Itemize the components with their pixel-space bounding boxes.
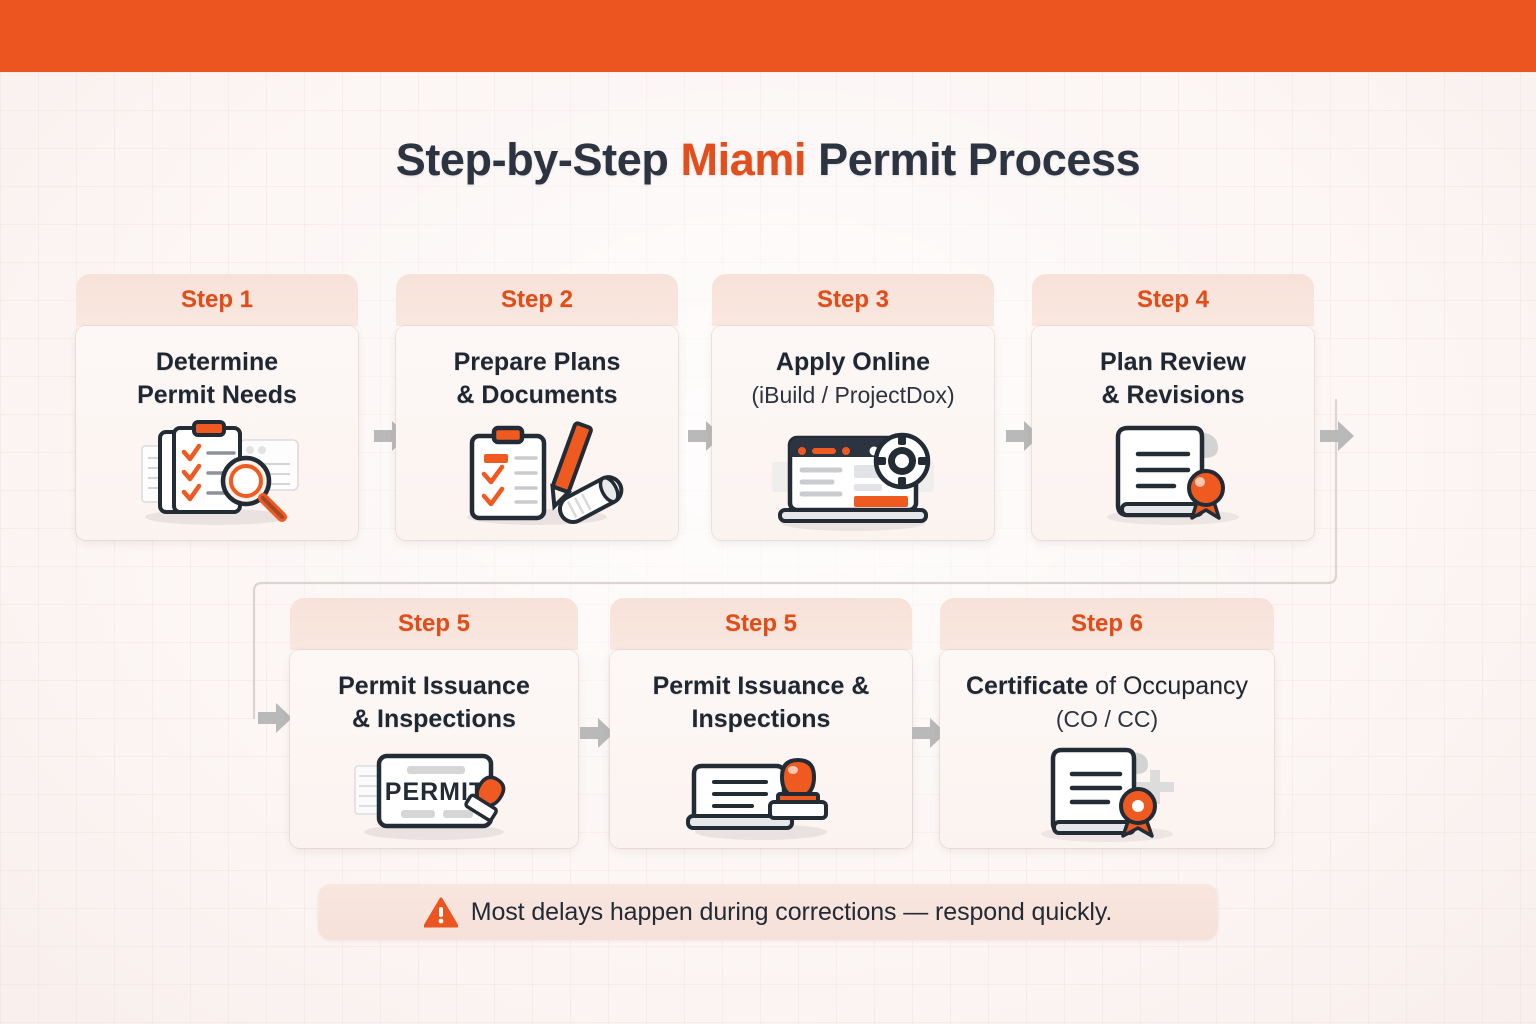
step-card-5a-title-line1: Permit Issuance	[338, 672, 530, 700]
step-card-5b[interactable]: Step 5 Permit Issuance & Inspections	[610, 598, 912, 848]
laptop-gear-icon	[712, 412, 994, 532]
step-card-5b-body: Permit Issuance & Inspections	[610, 650, 912, 848]
step-card-6-label: Step 6	[1070, 610, 1144, 637]
arrow-4-to-wrap	[1320, 421, 1354, 451]
footer-note-text: Most delays happen during corrections — …	[470, 897, 1113, 926]
step-card-6-title: Certificate of Occupancy	[940, 670, 1274, 703]
step-card-5a-label: Step 5	[397, 610, 471, 637]
background-vignette	[0, 72, 1536, 1024]
step-card-2-body: Prepare Plans & Documents	[396, 326, 678, 540]
step-card-6-body: Certificate of Occupancy (CO / CC)	[940, 650, 1274, 848]
step-card-5a-body: Permit Issuance & Inspections PERMIT	[290, 650, 578, 848]
step-card-6-title-bold: Certificate	[965, 672, 1089, 700]
step-card-1-title-line2: Permit Needs	[137, 381, 297, 410]
step-card-1-body: Determine Permit Needs	[76, 326, 358, 540]
footer-note: Most delays happen during corrections — …	[318, 884, 1218, 940]
step-card-5b-title-line1: Permit Issuance &	[652, 672, 870, 700]
arrow-5a-to-5b	[580, 718, 614, 748]
title-part2: Permit Process	[806, 134, 1141, 185]
step-card-3-header: Step 3	[712, 274, 994, 326]
step-card-3-title: Apply Online	[712, 346, 994, 379]
step-card-6-title-light: of Occupancy	[1088, 672, 1249, 700]
step-card-5a-header: Step 5	[290, 598, 578, 650]
step-card-1-title-line1: Determine	[155, 348, 279, 376]
step-card-5b-title-line2: Inspections	[691, 705, 831, 734]
step-card-2-header: Step 2	[396, 274, 678, 326]
step-card-4-title-line1: Plan Review	[1100, 348, 1246, 376]
step-card-5b-header: Step 5	[610, 598, 912, 650]
document-seal-icon	[1032, 408, 1314, 528]
step-card-2-label: Step 2	[500, 286, 574, 313]
step-card-5a-title-line2: & Inspections	[352, 705, 516, 734]
step-card-5a-title: Permit Issuance & Inspections	[290, 670, 578, 737]
step-card-5b-title: Permit Issuance & Inspections	[610, 670, 912, 737]
step-card-1-header: Step 1	[76, 274, 358, 326]
page-title: Step-by-Step Miami Permit Process	[0, 134, 1536, 186]
top-banner	[0, 0, 1536, 72]
step-card-3[interactable]: Step 3 Apply Online (iBuild / ProjectDox…	[712, 274, 994, 540]
step-card-4-label: Step 4	[1136, 286, 1210, 313]
arrow-3-to-4	[1006, 421, 1040, 451]
step-card-1-title: Determine Permit Needs	[76, 346, 358, 413]
step-card-3-body: Apply Online (iBuild / ProjectDox)	[712, 326, 994, 540]
certificate-seal-icon	[940, 740, 1274, 844]
step-card-1-label: Step 1	[180, 286, 254, 313]
title-part1: Step-by-Step	[395, 134, 681, 185]
step-card-2-title-line1: Prepare Plans	[453, 348, 621, 376]
step-card-3-title-line1: Apply Online	[775, 348, 931, 376]
step-card-3-label: Step 3	[816, 286, 890, 313]
step-card-5a[interactable]: Step 5 Permit Issuance & Inspections PER…	[290, 598, 578, 848]
warning-triangle-icon	[423, 897, 458, 928]
arrow-5b-to-6	[912, 718, 946, 748]
background-grid	[0, 72, 1536, 1024]
step-card-4-title-line2: & Revisions	[1101, 381, 1245, 410]
step-card-4-title: Plan Review & Revisions	[1032, 346, 1314, 413]
step-card-6-header: Step 6	[940, 598, 1274, 650]
step-card-4-body: Plan Review & Revisions	[1032, 326, 1314, 540]
permit-card-stamp-icon: PERMIT	[290, 738, 578, 842]
clipboard-checklist-magnifier-icon	[76, 408, 358, 528]
step-card-2[interactable]: Step 2 Prepare Plans & Documents	[396, 274, 678, 540]
document-stamp-icon	[610, 738, 912, 842]
clipboard-pencil-blueprint-icon	[396, 408, 678, 528]
step-card-4[interactable]: Step 4 Plan Review & Revisions	[1032, 274, 1314, 540]
step-card-3-subtitle: (iBuild / ProjectDox)	[751, 382, 955, 409]
step-card-2-title-line2: & Documents	[456, 381, 618, 410]
step-card-2-title: Prepare Plans & Documents	[396, 346, 678, 413]
title-accent: Miami	[680, 134, 807, 185]
step-card-5b-label: Step 5	[724, 610, 798, 637]
step-card-6[interactable]: Step 6 Certificate of Occupancy (CO / CC…	[940, 598, 1274, 848]
step-card-6-subtitle: (CO / CC)	[1055, 706, 1159, 733]
step-card-4-header: Step 4	[1032, 274, 1314, 326]
step-card-1[interactable]: Step 1 Determine Permit Needs	[76, 274, 358, 540]
arrow-wrap-to-5a	[258, 703, 292, 733]
